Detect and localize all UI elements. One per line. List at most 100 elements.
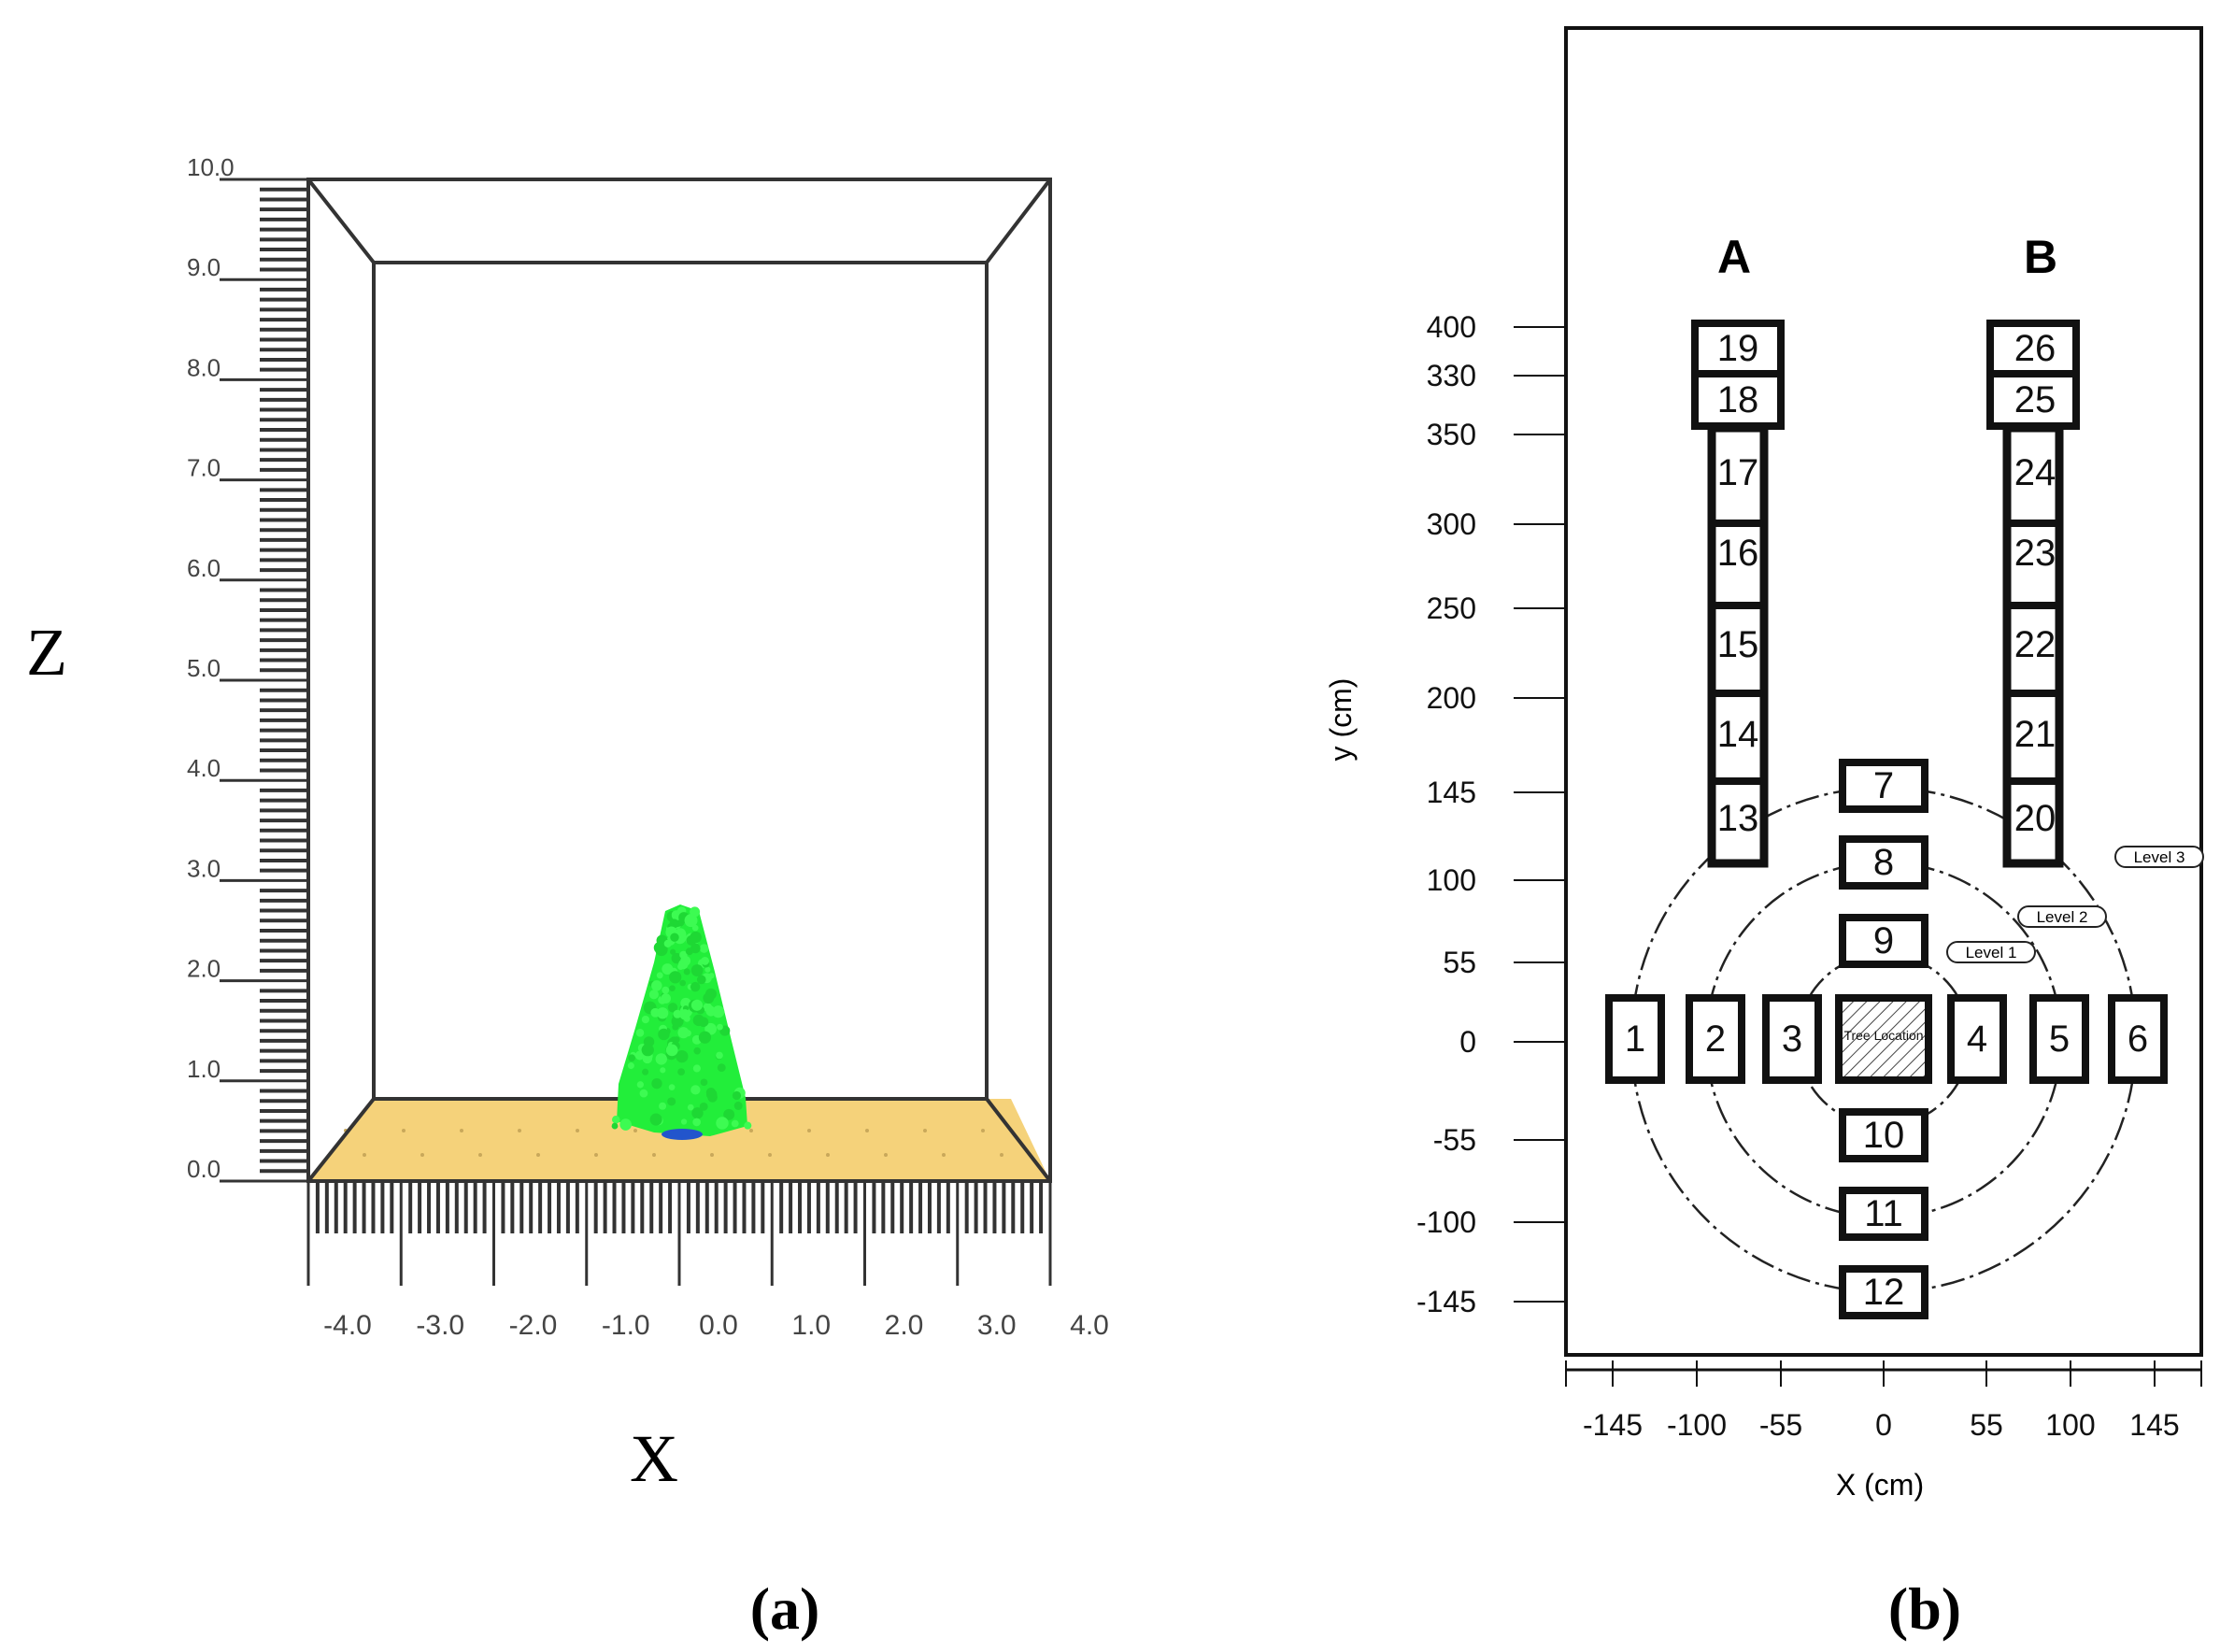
sensor-label-2: 2	[1705, 1018, 1726, 1060]
y-tick-label: -100	[1416, 1205, 1476, 1239]
tree-points	[611, 906, 752, 1131]
panel-a-caption: (a)	[750, 1575, 820, 1642]
x-tick-label: 0.0	[699, 1310, 738, 1341]
ground-dot	[865, 1129, 869, 1132]
sensor-box-1	[1605, 994, 1665, 1084]
tree-point	[698, 1017, 709, 1028]
tree-point	[677, 962, 685, 969]
tree-point	[683, 968, 690, 976]
z-tick-label: 0.0	[187, 1155, 221, 1183]
x-tick-label: -3.0	[416, 1310, 464, 1341]
tree-point	[657, 1007, 669, 1019]
x-axis-ruler	[306, 1179, 1052, 1286]
sensor-box-2	[1686, 994, 1745, 1084]
level-2-badge-label: Level 2	[2037, 908, 2088, 926]
column-b-label: B	[2024, 231, 2057, 283]
tree-point	[667, 1003, 678, 1013]
tree-point	[659, 1102, 667, 1110]
sensor-box-9	[1839, 914, 1928, 968]
tree-point-cloud	[611, 904, 752, 1140]
tree-point	[642, 1068, 649, 1075]
tree-point	[700, 1078, 708, 1087]
sensor-label-10: 10	[1863, 1115, 1905, 1156]
tree-point	[671, 1015, 684, 1028]
ground-dot	[981, 1129, 985, 1132]
tree-point	[651, 980, 662, 991]
ground-dot	[478, 1153, 482, 1157]
y-tick-label: 100	[1427, 863, 1476, 897]
y-tick-label: 55	[1443, 946, 1476, 979]
ground-dot	[594, 1153, 598, 1157]
tree-point	[692, 1064, 701, 1073]
z-tick-label: 8.0	[187, 353, 221, 381]
sensor-label-13: 13	[1717, 798, 1759, 839]
x-axis-label: X	[630, 1421, 678, 1496]
tree-point	[717, 1063, 726, 1073]
tree-point	[670, 948, 676, 955]
tree-point	[648, 990, 659, 1000]
tree-point	[692, 1118, 701, 1127]
tree-point	[669, 985, 676, 991]
column-b-strip	[2002, 423, 2064, 868]
sensor-box-12	[1839, 1265, 1928, 1319]
sensor-box-4	[1947, 994, 2007, 1084]
z-tick-label: 2.0	[187, 955, 221, 983]
tree-point	[658, 1028, 670, 1041]
ground-dot	[807, 1129, 811, 1132]
sensor-label-24: 24	[2014, 452, 2056, 493]
tree-point	[744, 1121, 752, 1130]
tree-point	[716, 1117, 729, 1130]
sensor-label-8: 8	[1873, 842, 1894, 883]
x-tick-label: 145	[2129, 1408, 2179, 1442]
tree-point	[717, 1023, 723, 1031]
tree-point	[627, 1062, 634, 1070]
tree-point	[723, 1108, 735, 1120]
tree-base	[662, 1129, 703, 1140]
sensor-label-23: 23	[2014, 533, 2056, 574]
tree-point	[690, 964, 704, 976]
tree-point	[634, 1050, 645, 1061]
sensor-box-6	[2108, 994, 2168, 1084]
sensor-label-14: 14	[1717, 714, 1759, 755]
tree-point	[656, 972, 663, 979]
y-tick-label: -55	[1433, 1123, 1476, 1157]
tree-point	[690, 943, 701, 954]
ground-dot	[1000, 1153, 1003, 1157]
sensor-label-17: 17	[1717, 452, 1759, 493]
sensor-label-18: 18	[1717, 379, 1759, 420]
y-tick-label: 300	[1427, 507, 1476, 541]
tree-point	[663, 939, 672, 947]
tree-point	[703, 992, 715, 1004]
x-tick-label: 4.0	[1070, 1310, 1109, 1341]
ground-dot	[633, 1129, 637, 1132]
sensor-box-7	[1839, 759, 1928, 813]
sensor-label-20: 20	[2014, 798, 2056, 839]
y-axis-label: y (cm)	[1324, 678, 1358, 762]
x-tick-label: -100	[1667, 1408, 1727, 1442]
tree-location-label: Tree Location	[1843, 1028, 1923, 1043]
level-3-badge	[2114, 846, 2204, 868]
panel-a-3d-view: 0.01.02.03.04.05.06.07.08.09.010.0 -4.0-…	[26, 153, 1109, 1642]
ground-dot	[402, 1129, 406, 1132]
sensor-label-12: 12	[1863, 1272, 1905, 1313]
tree-point	[731, 1119, 739, 1128]
tree-point	[639, 1089, 648, 1098]
tree-point	[679, 1009, 690, 1020]
z-tick-label: 3.0	[187, 854, 221, 882]
sensor-label-21: 21	[2014, 714, 2056, 755]
sensor-label-26: 26	[2014, 328, 2056, 369]
y-tick-label: 330	[1427, 359, 1476, 392]
tree-point	[662, 986, 670, 994]
y-tick-label: 0	[1459, 1025, 1476, 1059]
tree-point	[708, 973, 715, 979]
sensor-label-25: 25	[2014, 379, 2056, 420]
ground-dot	[884, 1153, 888, 1157]
sensor-label-5: 5	[2049, 1018, 2070, 1060]
ground-dot	[652, 1153, 656, 1157]
tree-point	[670, 933, 679, 942]
sensor-box-26	[1986, 320, 2080, 377]
tree-point	[684, 914, 698, 928]
ground-dot	[768, 1153, 772, 1157]
tree-point	[669, 971, 682, 984]
